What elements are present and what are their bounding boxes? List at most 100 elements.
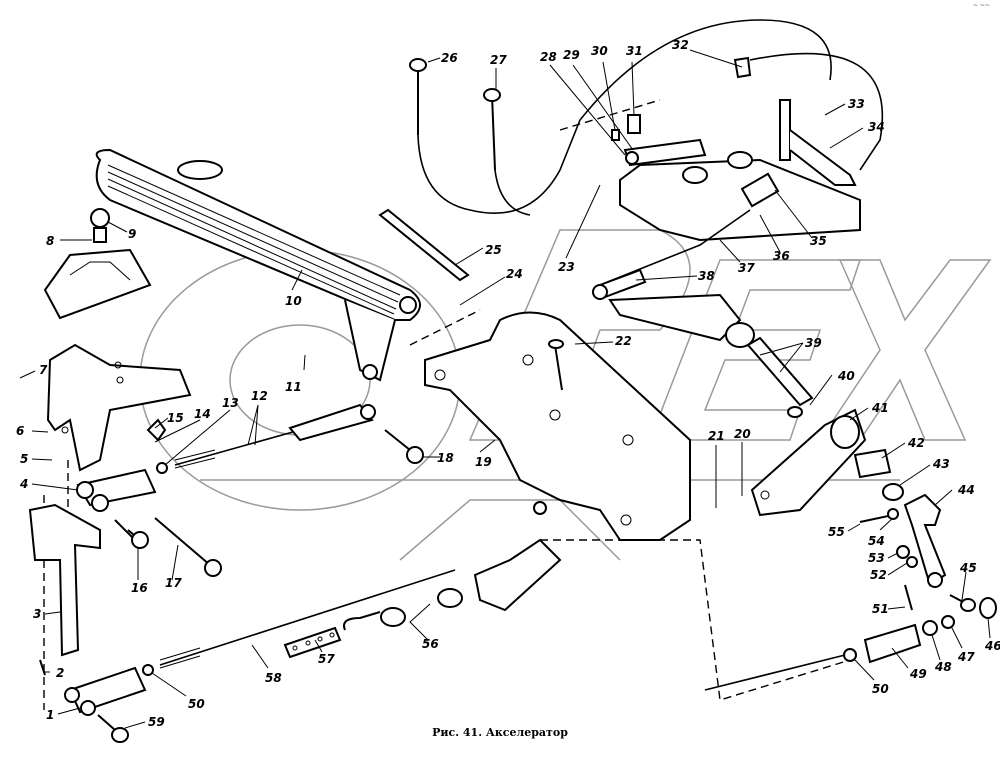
stop-nut (93, 227, 107, 243)
fork-upper-eye (360, 404, 376, 420)
base-hole (549, 409, 561, 421)
leader-57 (314, 639, 323, 653)
leader-30 (602, 61, 616, 131)
callout-13: 13 (222, 396, 239, 410)
watermark-gear-bottom (399, 499, 621, 561)
leader-9 (107, 221, 128, 233)
leader-28 (549, 64, 626, 156)
callout-59: 59 (148, 715, 165, 729)
leader-37 (719, 239, 741, 263)
callout-23: 23 (558, 260, 575, 274)
callout-14: 14 (194, 407, 211, 421)
leader-15 (154, 417, 169, 429)
callout-15: 15 (167, 411, 184, 425)
callout-17: 17 (165, 576, 182, 590)
nut-13 (156, 462, 168, 474)
callout-20: 20 (734, 427, 751, 441)
spring-bracket (473, 538, 562, 612)
spring-56a (380, 607, 406, 627)
rod-58-thread (159, 647, 201, 669)
base-hole (522, 354, 534, 366)
base-hole (622, 434, 634, 446)
callout-49: 49 (909, 667, 927, 681)
plate-hole (317, 636, 323, 642)
leader-5 (31, 458, 53, 461)
leader-17 (171, 544, 179, 581)
leader-55 (847, 523, 861, 532)
callout-39: 39 (805, 336, 822, 350)
leader-49 (891, 647, 909, 669)
leader-11 (303, 354, 306, 371)
screw-30 (611, 129, 620, 141)
leader-38 (635, 275, 698, 281)
callout-56: 56 (422, 637, 439, 651)
lever-41-hub (830, 415, 860, 449)
pin-18-head (406, 446, 424, 464)
cable-32a (579, 19, 832, 121)
callout-55: 55 (828, 525, 845, 539)
pin-18-shaft (384, 429, 411, 451)
stop-bolt-head (90, 208, 110, 228)
callout-42: 42 (907, 436, 925, 450)
leader-7 (19, 370, 36, 379)
callout-9: 9 (128, 227, 136, 241)
leader-50a (151, 672, 187, 697)
callout-12: 12 (251, 389, 268, 403)
callout-7: 7 (39, 363, 48, 377)
leader-47 (951, 627, 963, 649)
callout-5: 5 (20, 452, 28, 466)
leader-48 (931, 634, 941, 661)
spring-hook (343, 611, 381, 631)
leader-43 (899, 464, 931, 486)
plate-hole (292, 645, 298, 651)
callout-50b: 50 (872, 682, 889, 696)
leader-51 (887, 606, 906, 610)
pedal-stop-bracket (43, 208, 152, 320)
leader-24 (459, 276, 506, 306)
washer-43 (882, 483, 904, 501)
cap-46 (979, 597, 997, 619)
base-hole (434, 369, 446, 381)
pump-linkage (592, 99, 861, 300)
pedal-stop (177, 160, 223, 180)
leader-1 (57, 707, 81, 715)
callout-22: 22 (615, 334, 632, 348)
callout-27: 27 (490, 53, 507, 67)
cable-27 (494, 169, 531, 216)
callout-1: 1 (46, 708, 54, 722)
callout-8: 8 (46, 234, 54, 248)
callout-54: 54 (868, 534, 885, 548)
pin-59-head (111, 727, 129, 743)
pedal-ribs (107, 164, 401, 315)
washer-47 (941, 615, 955, 629)
accelerator-pedal (95, 148, 421, 382)
leader-35 (774, 189, 813, 239)
nut-50a (142, 664, 154, 676)
callout-4: 4 (19, 477, 28, 491)
leader-36 (759, 214, 781, 253)
leader-41 (849, 407, 869, 421)
callout-34: 34 (868, 120, 885, 134)
nut-53 (896, 545, 910, 559)
callout-30: 30 (591, 44, 608, 58)
watermark-letter-x (818, 259, 992, 441)
callout-37: 37 (738, 261, 755, 275)
leader-13 (164, 409, 231, 466)
washer-54 (887, 508, 899, 520)
callout-50a: 50 (188, 697, 205, 711)
plunger (727, 151, 753, 169)
leader-53 (887, 552, 899, 559)
rod-thread (174, 449, 216, 469)
lever-34 (789, 129, 857, 186)
leader-23 (565, 184, 601, 259)
dash-line (559, 99, 661, 131)
pump-top (619, 158, 861, 242)
bracket-34 (779, 99, 791, 161)
lever-44-eye (927, 572, 943, 588)
callout-52: 52 (870, 568, 887, 582)
callout-16: 16 (131, 581, 148, 595)
cable-clip-32 (733, 56, 752, 79)
pedal-lower-eye (362, 364, 378, 380)
leader-32 (689, 49, 743, 68)
